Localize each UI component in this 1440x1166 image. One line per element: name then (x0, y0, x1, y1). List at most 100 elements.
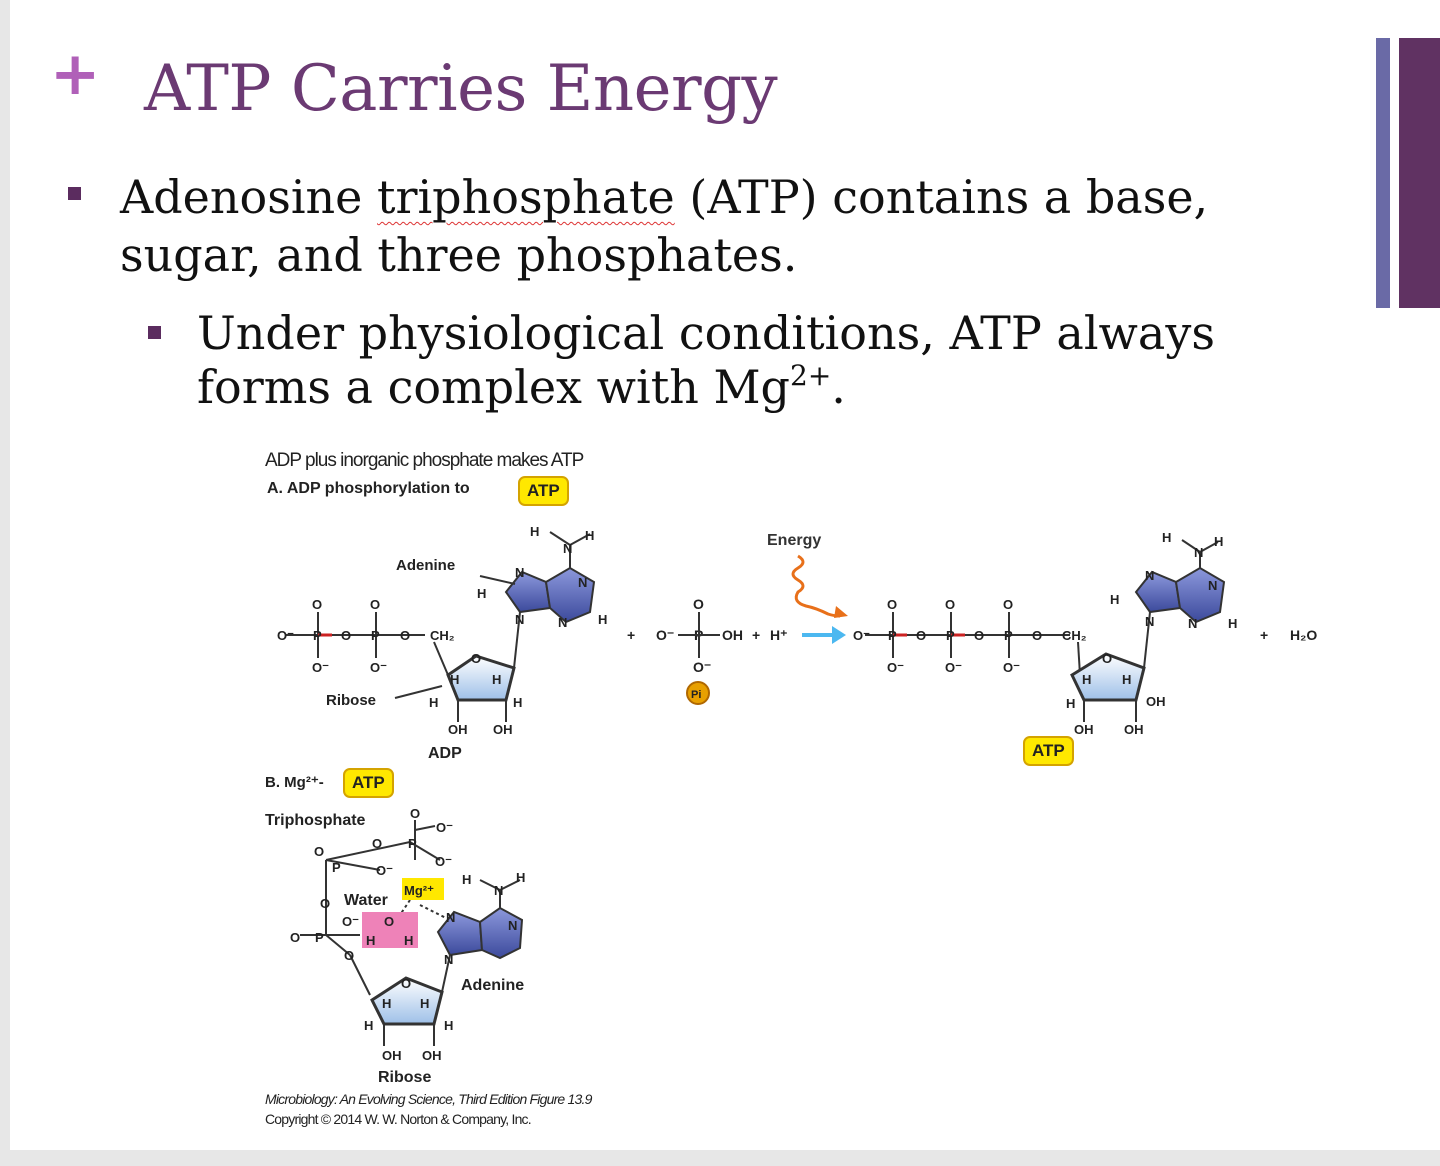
atp-o-1: O (887, 597, 897, 612)
atp-h-2: H (1122, 672, 1131, 687)
atp-oh-1: OH (1074, 722, 1094, 737)
ribose-ring (446, 654, 516, 702)
pb-o-minus-2: O⁻ (435, 854, 452, 869)
adp-o-minus-2: O⁻ (312, 660, 329, 675)
atp-molecule (865, 539, 1226, 722)
adp-h-1: H (429, 695, 438, 710)
energy-squiggle (791, 554, 841, 618)
panel-b-ribose-label: Ribose (378, 1069, 431, 1086)
atp-n-3: N (1188, 616, 1197, 631)
adp-oh-2: OH (493, 722, 513, 737)
plus-sign-2: + (752, 627, 760, 643)
energy-label: Energy (767, 532, 821, 549)
adp-n-amine: N (563, 541, 572, 556)
atp-o-minus-3: O⁻ (945, 660, 962, 675)
adp-ch2: CH₂ (430, 628, 455, 643)
adp-h-3: H (450, 672, 459, 687)
atp-o-6: O (1032, 628, 1042, 643)
bullet-square-icon (68, 187, 81, 200)
pb-n-1: N (446, 910, 455, 925)
accent-bar-blue (1376, 38, 1390, 308)
triphosphate-label: Triphosphate (265, 812, 366, 829)
superscript-charge: 2+ (790, 359, 832, 392)
figure-header: ADP plus inorganic phosphate makes ATP (265, 450, 584, 471)
pb-o-minus-4: O⁻ (342, 914, 359, 929)
adp-n-3: N (558, 615, 567, 630)
atp-atom-labels: O⁻ O P O⁻ O O P O⁻ O O P O⁻ O CH₂ O H H … (853, 530, 1317, 737)
atp-h-1: H (1082, 672, 1091, 687)
atp-tag: ATP (518, 476, 569, 506)
accent-bar-purple (1399, 38, 1440, 308)
adp-molecule (285, 531, 596, 722)
atp-h-8: H (1214, 534, 1223, 549)
pi-p: P (694, 627, 703, 643)
pb-n-2: N (444, 952, 453, 967)
mg-atp-complex (300, 820, 524, 1046)
plus-sign-3: + (1260, 627, 1268, 643)
sub-bullet-square-icon (148, 326, 161, 339)
credit-line-1: Microbiology: An Evolving Science, Third… (265, 1091, 593, 1107)
atp-tag-panel-b: ATP (343, 768, 394, 798)
adenine-label: Adenine (396, 557, 455, 574)
adp-o: O (312, 597, 322, 612)
pb-h-6: H (516, 870, 525, 885)
adp-n-4: N (515, 612, 524, 627)
pi-o-minus: O⁻ (656, 627, 674, 643)
ribose-label: Ribose (326, 692, 376, 709)
bullet-2-start: Under physiological conditions, ATP alwa… (197, 306, 1215, 414)
pb-oh-1: OH (382, 1048, 402, 1063)
pb-h-1: H (382, 996, 391, 1011)
pb-p2: P (332, 860, 341, 875)
h2o-label: H₂O (1290, 627, 1317, 643)
bullet-2-end: . (831, 360, 846, 414)
atp-ring-o: O (1102, 651, 1112, 666)
panel-b-labels: B. Mg²⁺- Triphosphate Water Mg²⁺ Adenine… (265, 774, 525, 1086)
slide: + ATP Carries Energy Adenosine triphosph… (10, 0, 1440, 1150)
pb-p1: P (408, 836, 417, 851)
pb-o-4: O (320, 896, 330, 911)
atp-o-5: O (1003, 597, 1013, 612)
pb-ring-o: O (401, 976, 411, 991)
bullet-text-1: Adenosine triphosphate (ATP) contains a … (120, 168, 1290, 284)
pi-o-bottom: O⁻ (693, 659, 711, 675)
pb-o-5: O (290, 930, 300, 945)
misspelled-word: triphosphate (377, 170, 675, 224)
adp-n-2: N (578, 575, 587, 590)
pb-n-amine: N (494, 883, 503, 898)
water-o: O (384, 914, 394, 929)
atp-h-5: H (1110, 592, 1119, 607)
pi-badge (686, 681, 710, 705)
pi-bonds (678, 612, 720, 658)
adenine-ring (504, 570, 552, 614)
adp-o-minus: O⁻ (277, 628, 294, 643)
adp-o-minus-3: O⁻ (370, 660, 387, 675)
adp-p2: P (371, 628, 380, 643)
atp-h-7: H (1162, 530, 1171, 545)
pi-badge-label: Pi (691, 689, 701, 701)
h-plus: H⁺ (770, 627, 788, 643)
adp-h-6: H (598, 612, 607, 627)
water-label: Water (344, 892, 388, 909)
pb-h-4: H (444, 1018, 453, 1033)
atp-p1: P (888, 628, 897, 643)
pb-p3: P (315, 930, 324, 945)
pb-o-minus-1: O⁻ (436, 820, 453, 835)
atp-h-3: H (1066, 696, 1075, 711)
plus-sign-1: + (627, 627, 635, 643)
atp-n-amine: N (1194, 545, 1203, 560)
atp-o-minus: O⁻ (853, 628, 870, 643)
atp-ch2: CH₂ (1062, 628, 1087, 643)
mg-label: Mg²⁺ (404, 883, 434, 898)
slide-title: ATP Carries Energy (144, 52, 778, 126)
water-h-1: H (366, 933, 375, 948)
atp-n-1: N (1145, 568, 1154, 583)
bullet-1-start: Adenosine (120, 170, 377, 224)
credit-line-2: Copyright © 2014 W. W. Norton & Company,… (265, 1111, 531, 1127)
adp-label: ADP (428, 745, 462, 762)
pb-o-minus-3: O⁻ (376, 863, 393, 878)
adp-n-1: N (515, 565, 524, 580)
pb-o-2: O (372, 836, 382, 851)
atp-oh-side: OH (1146, 694, 1166, 709)
atp-tag-product: ATP (1023, 736, 1074, 766)
adp-h-8: H (585, 528, 594, 543)
